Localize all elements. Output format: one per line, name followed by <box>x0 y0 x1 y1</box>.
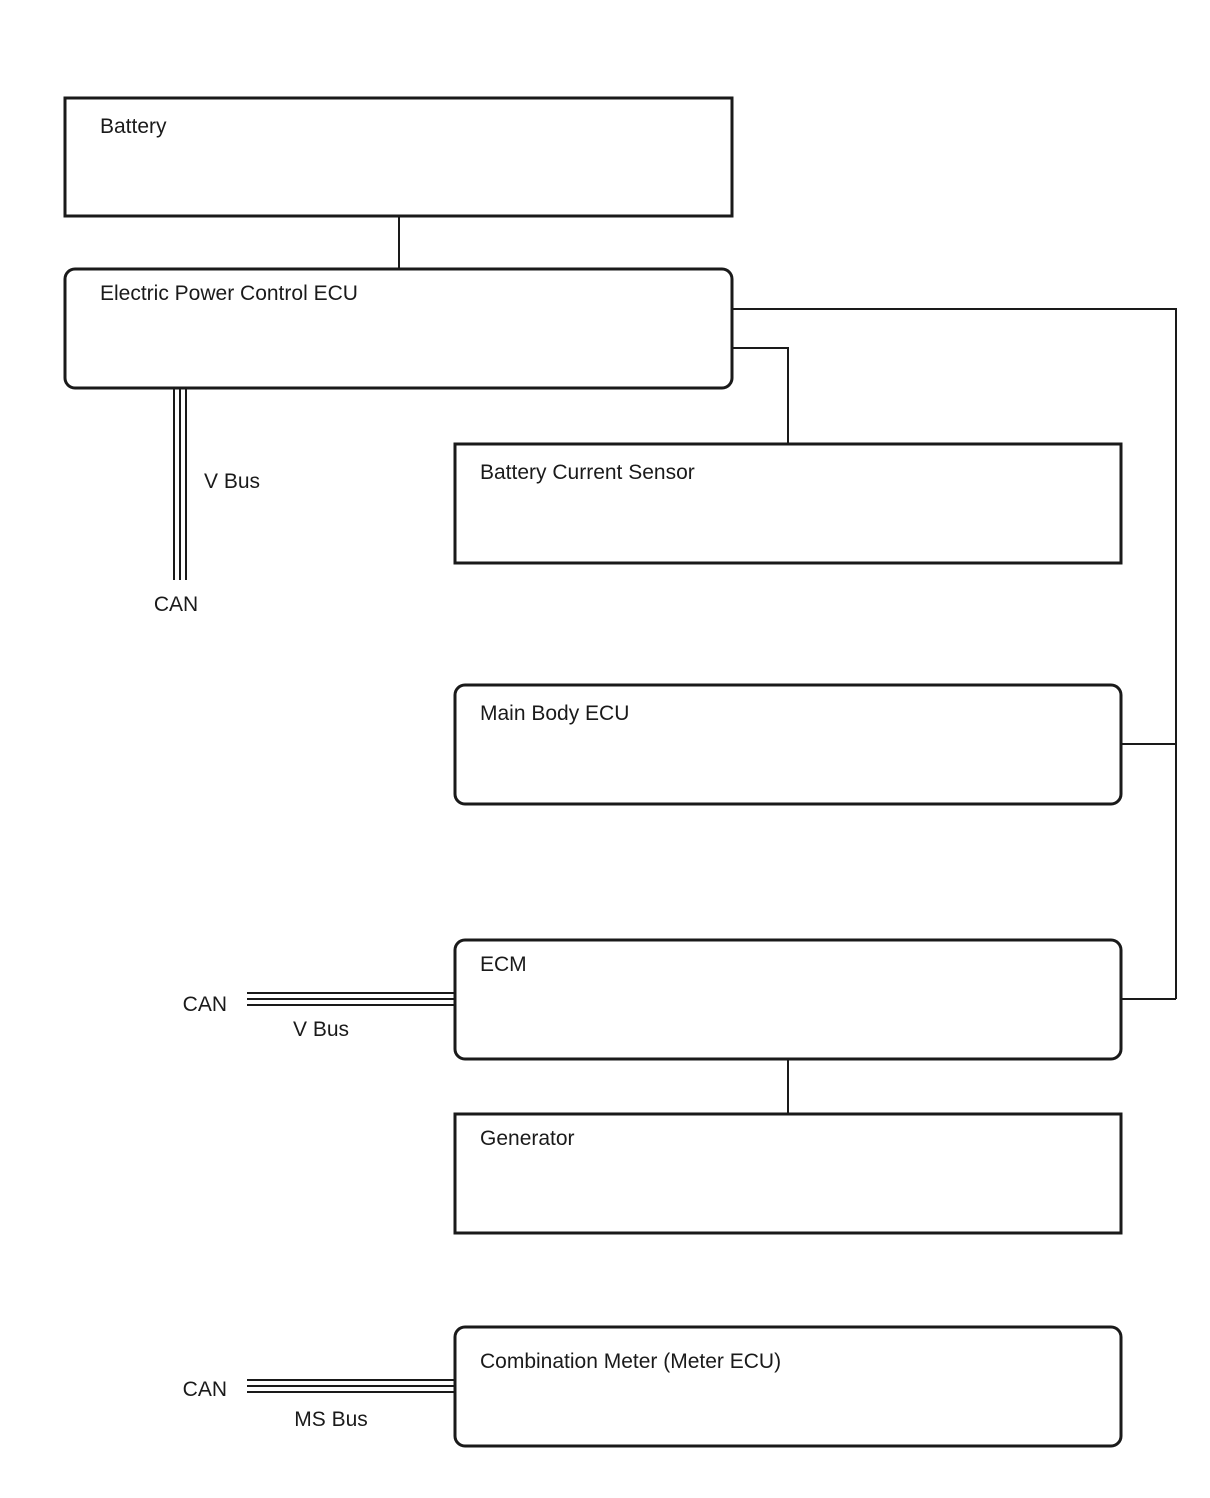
ecm-bus-name-label: V Bus <box>293 1018 349 1041</box>
epc-ecu-box: Electric Power Control ECU <box>63 267 734 390</box>
wire-epc-ecu-to-battery-current-sensor <box>732 347 789 444</box>
bus-lines-epc-ecu-can <box>173 388 187 580</box>
bus-lines-ecm-can <box>247 992 455 1006</box>
ecm-can-label: CAN <box>183 993 227 1016</box>
meter-bus-name-label: MS Bus <box>294 1408 368 1431</box>
generator-box: Generator <box>453 1112 1123 1235</box>
ecm-box: ECM <box>453 938 1123 1061</box>
battery-box: Battery <box>63 96 734 218</box>
meter-can-label: CAN <box>183 1378 227 1401</box>
main-body-ecu-box: Main Body ECU <box>453 683 1123 806</box>
battery-current-sensor-label: Battery Current Sensor <box>480 461 695 484</box>
combination-meter-box: Combination Meter (Meter ECU) <box>453 1325 1123 1448</box>
ecm-label: ECM <box>480 953 527 976</box>
epc-ecu-can-label: CAN <box>154 593 198 616</box>
wire-epc-ecu-to-right-trunk <box>732 308 1177 999</box>
bus-lines-meter-can <box>247 1379 455 1393</box>
epc-ecu-bus-name-label: V Bus <box>204 470 260 493</box>
battery-label: Battery <box>100 115 167 138</box>
combination-meter-label: Combination Meter (Meter ECU) <box>480 1350 781 1373</box>
battery-current-sensor-box: Battery Current Sensor <box>453 442 1123 565</box>
main-body-ecu-label: Main Body ECU <box>480 702 629 725</box>
epc-ecu-label: Electric Power Control ECU <box>100 282 358 305</box>
generator-label: Generator <box>480 1127 575 1150</box>
